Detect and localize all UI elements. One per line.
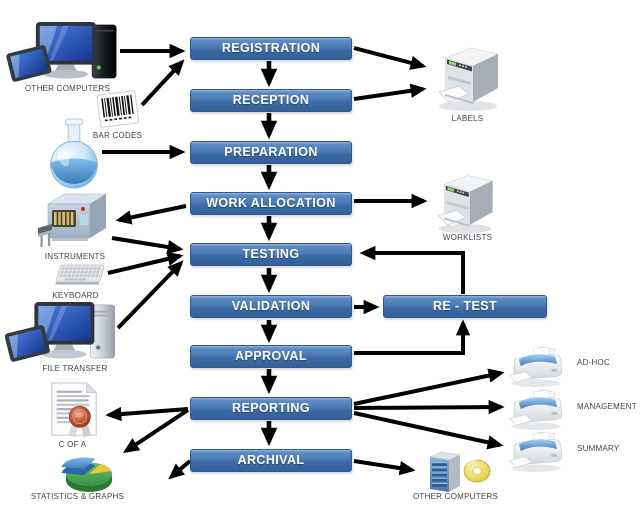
flow-box-reporting: REPORTING bbox=[190, 397, 352, 420]
arrow-approval-to-retest bbox=[354, 319, 471, 355]
arrow-reporting-to-c-of-a bbox=[105, 406, 189, 422]
arrow-instruments-to-testing bbox=[111, 236, 184, 255]
caption-statistics-graphs: STATISTICS & GRAPHS bbox=[30, 492, 125, 501]
flask-icon bbox=[48, 118, 100, 190]
caption-other-computers-bottom: OTHER COMPUTERS bbox=[412, 492, 499, 501]
caption-other-computers-top: OTHER COMPUTERS bbox=[24, 84, 111, 93]
flow-box-validation: VALIDATION bbox=[190, 295, 352, 318]
caption-c-of-a: C OF A bbox=[58, 440, 87, 449]
barcode-icon bbox=[96, 90, 140, 130]
arrow-file-transfer-to-testing bbox=[116, 260, 184, 330]
caption-bar-codes: BAR CODES bbox=[92, 131, 143, 140]
caption-labels: LABELS bbox=[451, 114, 484, 123]
flow-box-archival: ARCHIVAL bbox=[190, 449, 352, 472]
caption-ad-hoc: AD-HOC bbox=[577, 358, 611, 367]
arrow-reception-to-labels bbox=[353, 83, 427, 101]
caption-keyboard: KEYBOARD bbox=[52, 291, 99, 300]
flow-box-preparation: PREPARATION bbox=[190, 141, 352, 164]
flow-box-reception: RECEPTION bbox=[190, 89, 352, 112]
management-printer-icon bbox=[506, 389, 568, 431]
arrow-archival-to-other-computers bbox=[353, 459, 416, 476]
arrow-bar-codes-to-registration bbox=[140, 59, 185, 107]
arrow-archival-to-statistics bbox=[168, 459, 192, 480]
file-transfer-computer-icon bbox=[5, 302, 117, 362]
flow-box-registration: REGISTRATION bbox=[190, 37, 352, 60]
arrow-reporting-to-management bbox=[353, 399, 505, 415]
arrow-work-allocation-to-instruments bbox=[115, 204, 187, 225]
arrow-registration-to-labels bbox=[353, 46, 427, 70]
keyboard-icon bbox=[48, 260, 108, 290]
caption-management: MANAGEMENT bbox=[577, 402, 637, 411]
cd-disc-icon bbox=[462, 458, 492, 486]
certificate-document-icon bbox=[45, 382, 103, 438]
caption-worklists: WORKLISTS bbox=[442, 233, 493, 242]
flow-box-approval: APPROVAL bbox=[190, 345, 352, 368]
flow-box-retest: RE - TEST bbox=[383, 295, 547, 318]
arrow-reporting-to-statistics bbox=[122, 408, 190, 453]
arrow-keyboard-to-testing bbox=[107, 251, 184, 275]
caption-instruments: INSTRUMENTS bbox=[44, 252, 106, 261]
arrow-reporting-to-summary bbox=[353, 411, 504, 450]
workstation-computers-icon bbox=[5, 22, 120, 82]
summary-printer-icon bbox=[506, 431, 568, 473]
caption-file-transfer: FILE TRANSFER bbox=[42, 364, 108, 373]
worklists-printer-icon bbox=[432, 168, 500, 236]
arrow-retest-to-testing bbox=[359, 245, 465, 294]
labels-printer-icon bbox=[435, 40, 503, 114]
ad-hoc-printer-icon bbox=[506, 346, 568, 388]
server-icon bbox=[426, 450, 464, 494]
pie-chart-icon bbox=[58, 448, 116, 494]
instruments-icon bbox=[38, 190, 110, 250]
flow-box-work-allocation: WORK ALLOCATION bbox=[190, 192, 352, 215]
arrow-reporting-to-ad-hoc bbox=[353, 368, 505, 406]
caption-summary: SUMMARY bbox=[577, 444, 620, 453]
flow-box-testing: TESTING bbox=[190, 243, 352, 266]
